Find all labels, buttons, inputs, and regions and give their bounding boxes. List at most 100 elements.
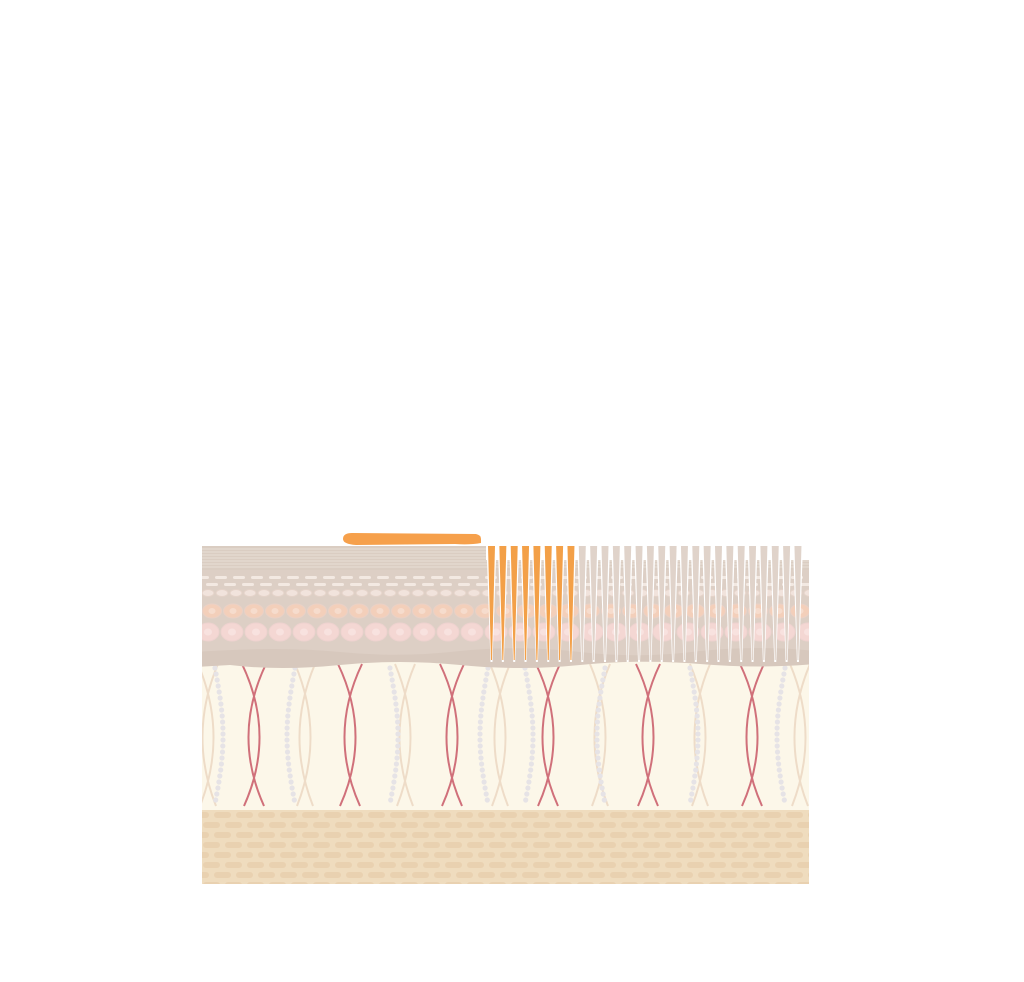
lymph-node-dot	[220, 725, 226, 731]
spinous-cell	[803, 589, 809, 597]
fat-cell	[720, 832, 737, 838]
lymph-node-dot	[774, 725, 780, 731]
fat-cell	[511, 842, 528, 848]
fat-cell	[610, 872, 627, 878]
basal-cell-nucleus	[492, 628, 500, 636]
fat-cell	[302, 812, 319, 818]
fat-cell	[302, 872, 319, 878]
fat-cell	[412, 872, 429, 878]
fat-cell	[335, 882, 352, 884]
inactive-microneedle	[760, 546, 768, 660]
lymph-node-dot	[389, 677, 395, 683]
lymph-node-dot	[695, 725, 701, 731]
fat-cell	[247, 882, 264, 884]
lymph-node-dot	[284, 731, 290, 737]
basal-cell-nucleus	[276, 628, 284, 636]
lymph-node-dot	[779, 683, 785, 689]
basal-cell-nucleus	[420, 628, 428, 636]
lymph-node-dot	[477, 725, 483, 731]
fat-cell	[478, 852, 495, 858]
granular-cell	[368, 583, 380, 586]
fat-cell	[742, 812, 759, 818]
lymph-node-dot	[215, 785, 221, 791]
lymph-node-dot	[695, 719, 701, 725]
lymph-node-dot	[780, 791, 786, 797]
fat-cell	[621, 862, 638, 868]
lymph-node-dot	[528, 761, 535, 767]
lymph-node-dot	[395, 725, 401, 731]
fat-cell	[742, 832, 759, 838]
blood-vessel	[535, 663, 555, 807]
lymph-node-dot	[287, 773, 293, 779]
keratinocyte-nucleus	[754, 608, 762, 614]
granular-cell	[202, 576, 209, 579]
fat-cell	[412, 852, 429, 858]
fat-cell	[533, 842, 550, 848]
lymph-node-dot	[690, 785, 696, 791]
fat-cell	[621, 842, 638, 848]
basal-cell-nucleus	[468, 628, 476, 636]
fat-cell	[203, 822, 220, 828]
blood-vessel	[635, 663, 655, 807]
lymph-node-dot	[220, 719, 226, 725]
fat-cell	[401, 862, 418, 868]
fat-cell	[247, 822, 264, 828]
fat-cell	[533, 862, 550, 868]
granular-cell	[404, 583, 416, 586]
fat-cell	[313, 822, 330, 828]
lymph-node-dot	[525, 785, 531, 791]
lymph-node-dot	[218, 701, 224, 707]
fat-cell	[335, 822, 352, 828]
lymph-node-dot	[477, 719, 483, 725]
fat-cell	[478, 812, 495, 818]
lymph-node-dot	[594, 719, 601, 725]
spinous-cell	[397, 589, 411, 597]
lymph-node-dot	[219, 755, 225, 761]
lymph-node-dot	[774, 719, 781, 725]
keratinocyte-nucleus	[250, 608, 258, 614]
fat-cell	[731, 862, 748, 868]
fat-cell	[489, 842, 506, 848]
inactive-microneedle	[578, 546, 586, 660]
lymph-node-dot	[477, 731, 483, 737]
fat-cell	[775, 822, 792, 828]
fat-cell	[610, 832, 627, 838]
fat-cell	[687, 862, 704, 868]
inactive-microneedle	[692, 546, 700, 660]
basal-cell-nucleus	[732, 628, 740, 636]
nerve-fiber	[202, 671, 215, 804]
fat-cell	[643, 842, 660, 848]
spinous-cell	[271, 589, 285, 597]
fat-cell	[357, 822, 374, 828]
microneedle-array	[486, 546, 809, 662]
lymph-node-dot	[527, 773, 533, 779]
fat-cell	[423, 822, 440, 828]
blood-vessel	[343, 663, 363, 807]
fat-cell	[202, 852, 209, 858]
lymph-node-dot	[480, 773, 486, 779]
fat-cell	[346, 852, 363, 858]
nerve-fiber	[294, 663, 312, 807]
fat-cell	[390, 832, 407, 838]
keratinocyte-nucleus	[481, 608, 489, 614]
fat-cell	[202, 812, 209, 818]
fat-cell	[214, 812, 231, 818]
spinous-cell	[383, 589, 397, 597]
lymph-node-dot	[216, 689, 222, 695]
inactive-microneedle	[771, 546, 779, 660]
lymph-node-dot	[776, 767, 782, 773]
fat-cell	[478, 872, 495, 878]
lymph-node-dot	[483, 791, 489, 797]
lymph-node-dot	[477, 743, 483, 749]
basal-cell-nucleus	[708, 628, 716, 636]
fat-cell	[709, 882, 726, 884]
lymph-node-dot	[286, 701, 292, 707]
lymph-node-dot	[780, 677, 786, 683]
basal-cell-nucleus	[300, 628, 308, 636]
active-microneedle	[567, 546, 575, 660]
basal-cell-nucleus	[540, 628, 548, 636]
active-microneedle	[544, 546, 552, 660]
fat-cell	[753, 842, 770, 848]
inactive-microneedle	[635, 546, 643, 660]
